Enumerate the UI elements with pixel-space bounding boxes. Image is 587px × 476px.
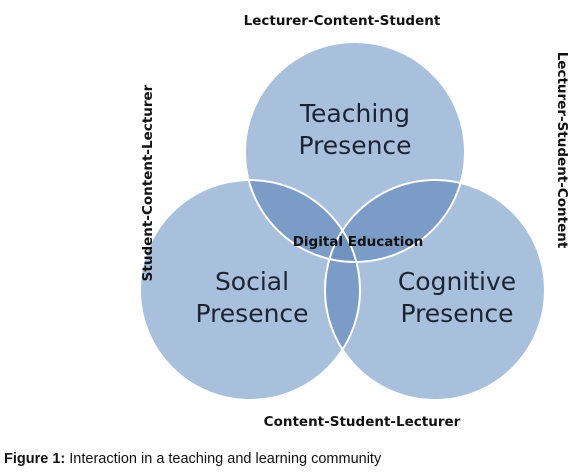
caption-heading: Figure 1: (4, 451, 66, 467)
overlap-teaching-social (245, 180, 360, 262)
figure-caption: Figure 1: Interaction in a teaching and … (4, 451, 381, 467)
cognitive-outline (324, 179, 546, 401)
digital-education-label: Digital Education (293, 234, 424, 250)
cognitive-label-line1: Cognitive (398, 267, 516, 296)
teaching-label-line2: Presence (298, 131, 411, 160)
bottom-relation-label: Content-Student-Lecturer (264, 414, 461, 430)
social-label-line2: Presence (195, 299, 308, 328)
caption-text: Interaction in a teaching and learning c… (65, 451, 382, 467)
teaching-outline (244, 41, 466, 263)
cognitive-label-line2: Presence (400, 299, 513, 328)
teaching-label-line1: Teaching (299, 99, 410, 128)
social-label-line1: Social (215, 267, 289, 296)
social-outline (139, 179, 361, 401)
overlap-teaching-cognitive (325, 180, 465, 262)
right-relation-label: Lecturer-Student-Content (554, 52, 570, 249)
left-relation-label: Student-Content-Lecturer (140, 84, 156, 281)
top-relation-label: Lecturer-Content-Student (244, 13, 441, 29)
